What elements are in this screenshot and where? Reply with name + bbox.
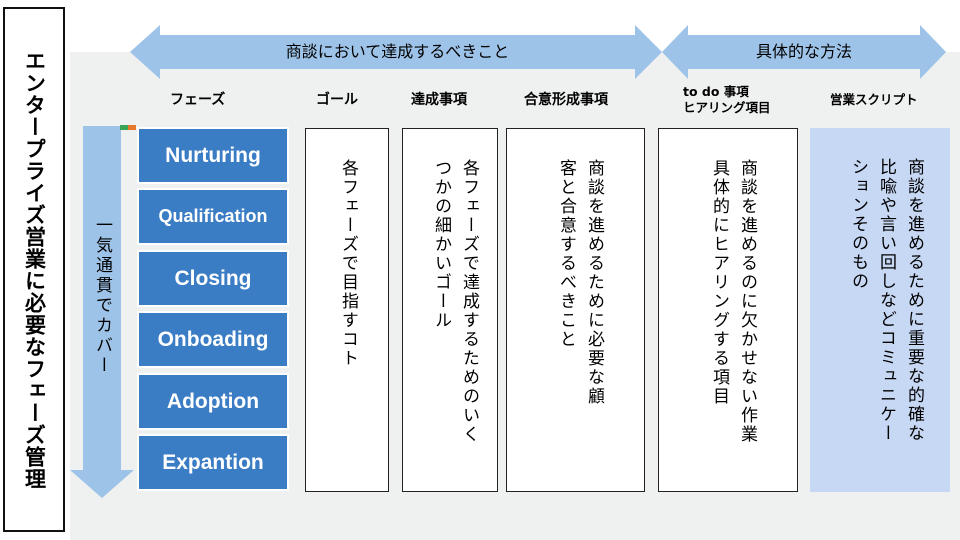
phase-adoption: Adoption xyxy=(137,373,289,430)
coverage-down-arrow xyxy=(70,126,134,498)
todo-box: 商談を進めるのに欠かせない作業具体的にヒアリングする項目 xyxy=(658,128,798,492)
script-text: 商談を進めるために重要な的確な比喩や言い回しなどコミュニケーションそのもの xyxy=(848,158,924,443)
todo-text: 商談を進めるのに欠かせない作業具体的にヒアリングする項目 xyxy=(709,159,757,444)
phase-onboading: Onboading xyxy=(137,311,289,368)
orange-marker xyxy=(128,125,136,130)
achievement-box: 各フェーズで達成するためのいくつかの細かいゴール xyxy=(402,128,498,492)
script-box: 商談を進めるために重要な的確な比喩や言い回しなどコミュニケーションそのもの xyxy=(810,128,950,492)
phase-closing: Closing xyxy=(137,250,289,307)
header-todo-line2: ヒアリング項目 xyxy=(683,100,771,115)
goal-text: 各フェーズで目指すコト xyxy=(338,159,358,368)
header-script: 営業スクリプト xyxy=(830,92,918,107)
header-todo-line1: to do 事項 xyxy=(683,84,749,99)
goals-arrow-label: 商談において達成するべきこと xyxy=(285,42,510,61)
agreement-text: 商談を進めるために必要な顧客と合意するべきこと xyxy=(556,159,604,406)
methods-double-arrow xyxy=(662,25,946,79)
header-phase: フェーズ xyxy=(170,92,226,108)
phase-expantion: Expantion xyxy=(137,434,289,491)
goal-box: 各フェーズで目指すコト xyxy=(305,128,389,492)
header-agreement: 合意形成事項 xyxy=(524,92,608,108)
methods-arrow-label: 具体的な方法 xyxy=(755,42,852,61)
phase-qualification: Qualification xyxy=(137,188,289,245)
coverage-label: 一気通貫でカバー xyxy=(92,216,112,376)
header-goal: ゴール xyxy=(316,92,358,108)
goals-double-arrow xyxy=(130,25,662,79)
header-achievement: 達成事項 xyxy=(411,92,467,108)
page-title: エンタープライズ営業に必要なフェーズ管理 xyxy=(3,7,65,532)
agreement-box: 商談を進めるために必要な顧客と合意するべきこと xyxy=(506,128,645,492)
achievement-text: 各フェーズで達成するためのいくつかの細かいゴール xyxy=(431,159,479,444)
green-marker xyxy=(120,125,128,130)
phase-nurturing: Nurturing xyxy=(137,127,289,184)
